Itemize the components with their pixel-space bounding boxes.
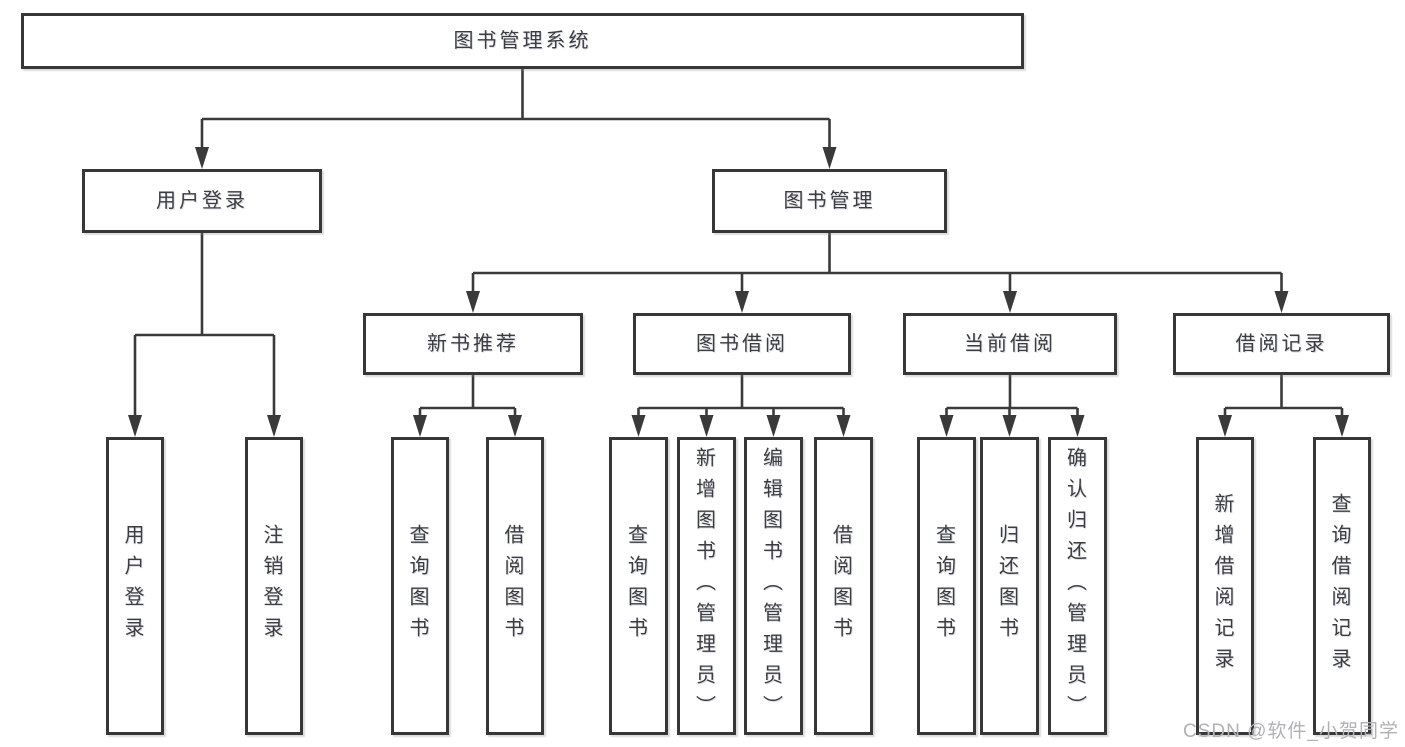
node-root-system: 图书管理系统 (21, 13, 1024, 69)
leaf-query-books-current: 查询图书 (917, 437, 976, 735)
leaf-add-borrow-record: 新增借阅记录 (1196, 437, 1254, 735)
csdn-watermark: CSDN @软件_小贺同学 (1183, 721, 1399, 742)
leaf-borrow-books-recommend: 借阅图书 (486, 437, 544, 735)
node-user-login: 用户登录 (82, 169, 322, 233)
node-book-management: 图书管理 (712, 169, 947, 233)
leaf-logout: 注销登录 (245, 437, 303, 735)
leaf-edit-books-admin: 编辑图书（管理员） (744, 437, 803, 735)
node-current-borrow: 当前借阅 (903, 313, 1117, 375)
leaf-query-books-recommend: 查询图书 (391, 437, 449, 735)
leaf-user-login: 用户登录 (106, 437, 164, 735)
leaf-return-books: 归还图书 (980, 437, 1039, 735)
node-borrow-records: 借阅记录 (1173, 313, 1390, 375)
node-new-book-recommend: 新书推荐 (363, 313, 583, 375)
leaf-borrow-books: 借阅图书 (814, 437, 873, 735)
leaf-confirm-return-admin: 确认归还（管理员） (1048, 437, 1107, 735)
leaf-query-books-borrow: 查询图书 (609, 437, 668, 735)
node-book-borrow: 图书借阅 (633, 313, 851, 375)
leaf-add-books-admin: 新增图书（管理员） (677, 437, 736, 735)
leaf-query-borrow-record: 查询借阅记录 (1313, 437, 1371, 735)
